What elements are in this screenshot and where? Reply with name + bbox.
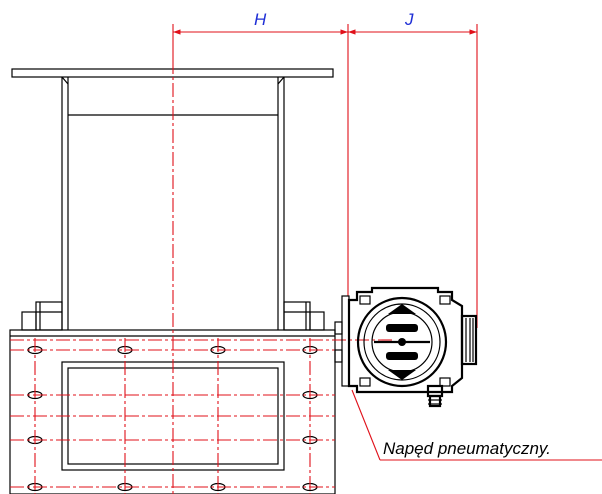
pneumatic-actuator — [334, 286, 478, 408]
actuator-leader — [351, 389, 602, 461]
dimension-j: J — [348, 10, 478, 328]
dimension-j-label: J — [404, 10, 414, 29]
dimension-h-label: H — [254, 10, 267, 29]
dimension-h: H — [172, 10, 349, 296]
vertical-chute — [61, 76, 285, 330]
right-bracket — [283, 301, 325, 331]
left-bracket — [21, 301, 63, 331]
actuator-annotation: Napęd pneumatyczny. — [383, 439, 551, 458]
centerlines — [10, 60, 392, 494]
